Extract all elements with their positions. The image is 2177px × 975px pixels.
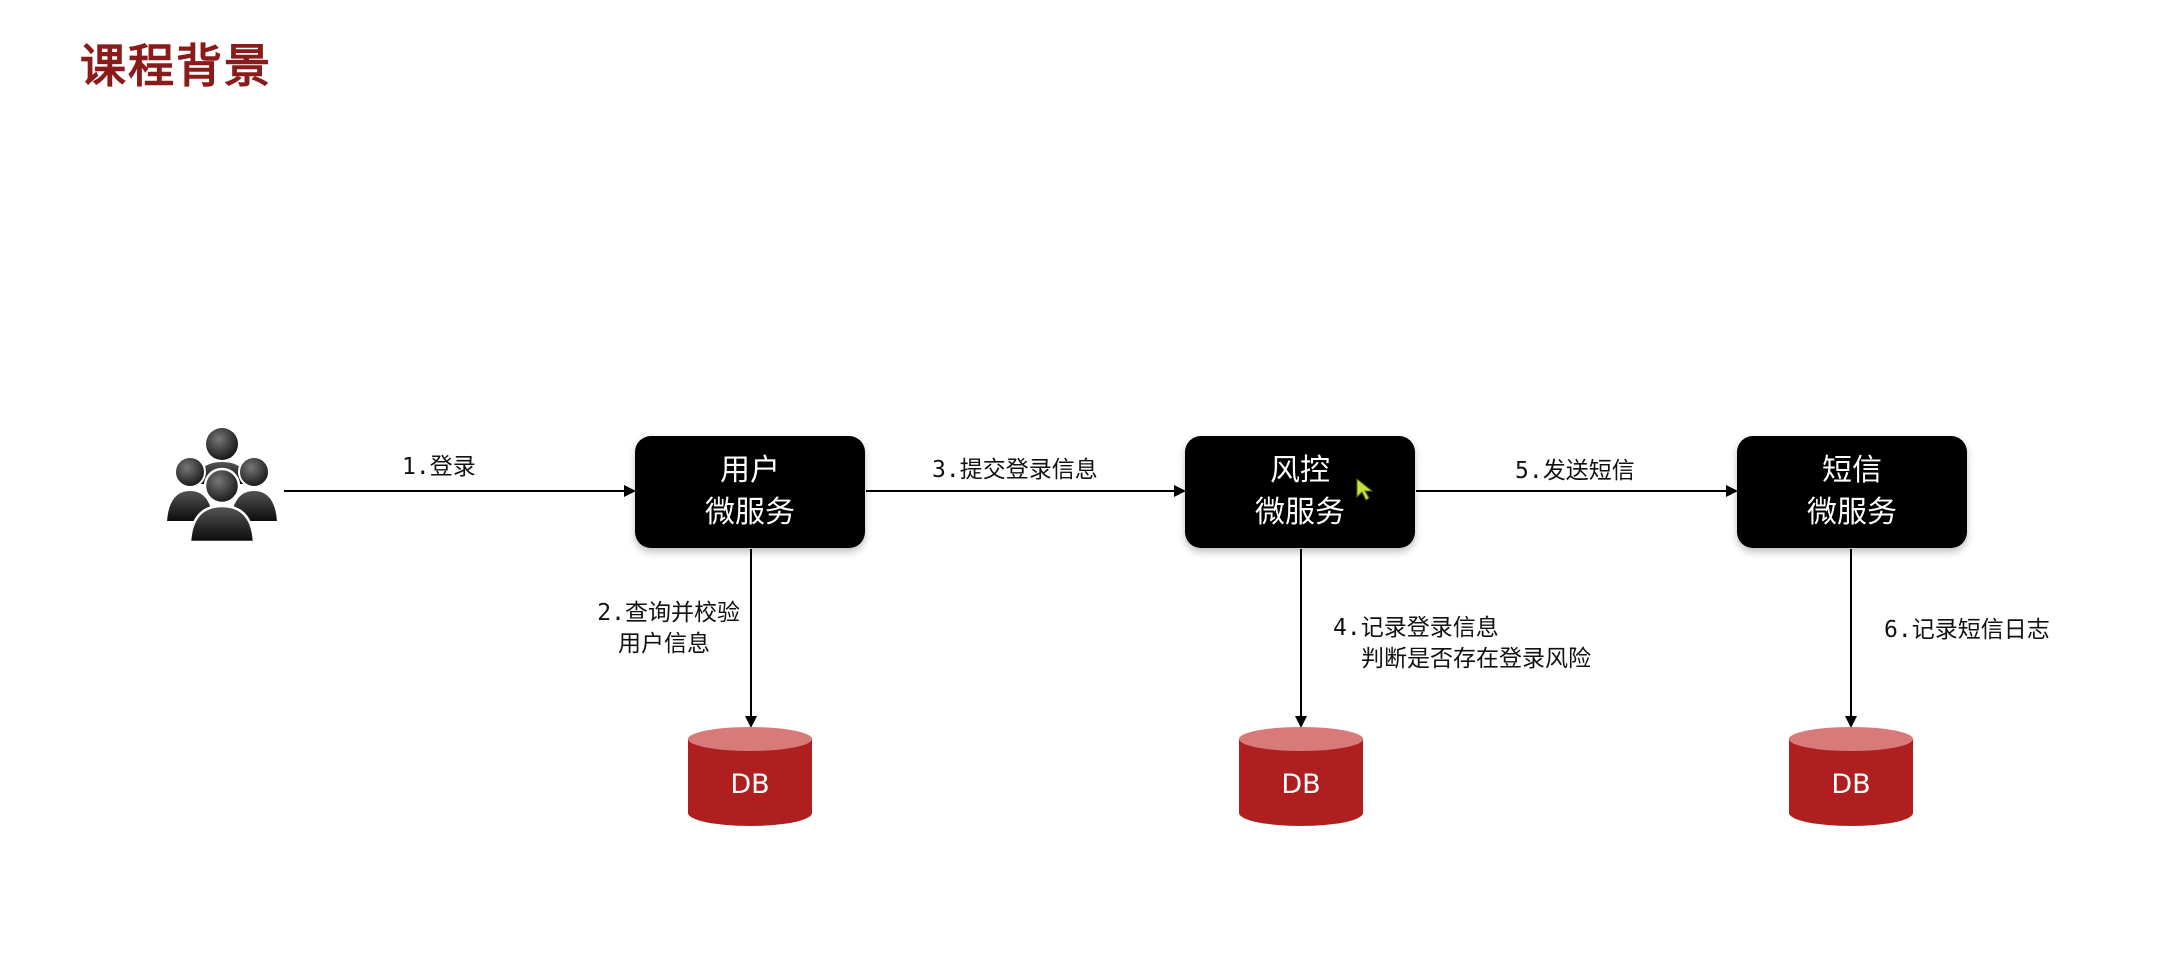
risk-db-label: DB <box>1281 769 1321 800</box>
user-db-icon: DB <box>686 725 814 829</box>
user-service-line1: 用户 <box>720 453 780 488</box>
step-2-line1: 2.查询并校验 <box>597 600 740 626</box>
step-4-line2: 判断是否存在登录风险 <box>1361 646 1591 672</box>
sms-db-label: DB <box>1831 769 1871 800</box>
sms-service-line1: 短信 <box>1822 453 1882 488</box>
user-db-label: DB <box>730 769 770 800</box>
step-6-label: 6.记录短信日志 <box>1884 617 2050 643</box>
user-service-box: 用户 微服务 <box>635 436 865 548</box>
mouse-cursor-icon <box>1355 477 1375 503</box>
risk-service-line1: 风控 <box>1270 453 1330 488</box>
risk-service-line2: 微服务 <box>1255 495 1345 530</box>
risk-service-box: 风控 微服务 <box>1185 436 1415 548</box>
step-5-label: 5.发送短信 <box>1515 458 1635 484</box>
step-4-line1: 4.记录登录信息 <box>1333 615 1499 641</box>
sms-service-line2: 微服务 <box>1807 495 1897 530</box>
risk-db-icon: DB <box>1237 725 1365 829</box>
step-4-label: 4.记录登录信息 判断是否存在登录风险 <box>1333 613 1591 675</box>
sms-service-box: 短信 微服务 <box>1737 436 1967 548</box>
step-2-label: 2.查询并校验 用户信息 <box>570 598 740 660</box>
users-group-icon <box>164 426 280 544</box>
step-1-label: 1.登录 <box>402 454 476 480</box>
page-title: 课程背景 <box>80 39 272 93</box>
user-service-line2: 微服务 <box>705 495 795 530</box>
step-3-label: 3.提交登录信息 <box>932 457 1098 483</box>
sms-db-icon: DB <box>1787 725 1915 829</box>
step-2-line2: 用户信息 <box>618 631 710 657</box>
